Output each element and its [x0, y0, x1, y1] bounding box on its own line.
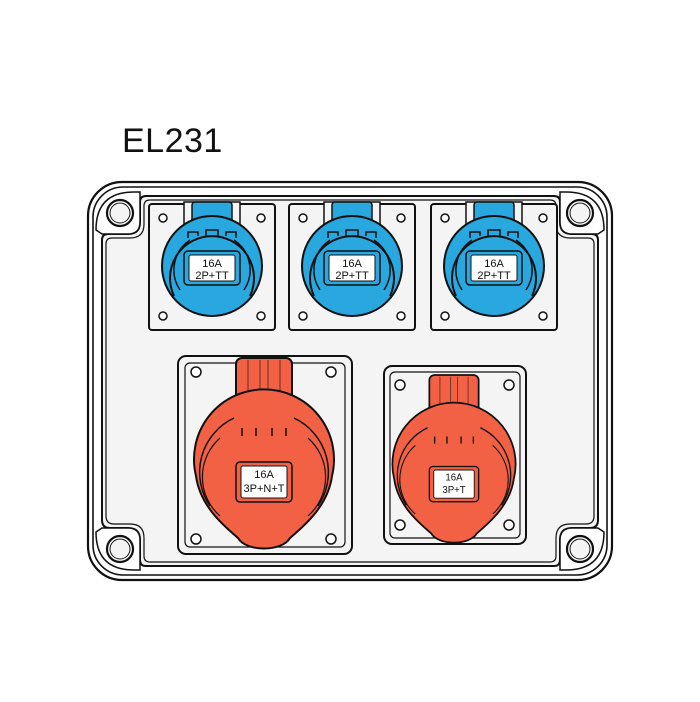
- socket-red-3pnt: 16A 3P+N+T: [177, 355, 353, 555]
- product-code-title: EL231: [122, 122, 223, 160]
- socket-rating: 16A: [342, 258, 362, 270]
- socket-rating: 16A: [254, 469, 274, 481]
- socket-blue-2: 16A 2P+TT: [288, 201, 416, 331]
- corner-screw-top-right: [559, 191, 605, 235]
- socket-blue-1: 16A 2P+TT: [148, 201, 276, 331]
- socket-rating: 16A: [202, 258, 222, 270]
- socket-rating: 16A: [445, 473, 463, 484]
- socket-poles: 2P+TT: [335, 270, 369, 282]
- corner-screw-bottom-left: [95, 527, 141, 571]
- socket-red-3pt: 16A 3P+T: [383, 365, 527, 545]
- corner-screw-top-left: [95, 191, 141, 235]
- socket-poles: 3P+T: [442, 485, 465, 496]
- socket-poles: 3P+N+T: [244, 483, 285, 495]
- socket-poles: 2P+TT: [195, 270, 229, 282]
- socket-poles: 2P+TT: [477, 270, 511, 282]
- corner-screw-bottom-right: [559, 527, 605, 571]
- socket-rating: 16A: [484, 258, 504, 270]
- socket-blue-3: 16A 2P+TT: [430, 201, 558, 331]
